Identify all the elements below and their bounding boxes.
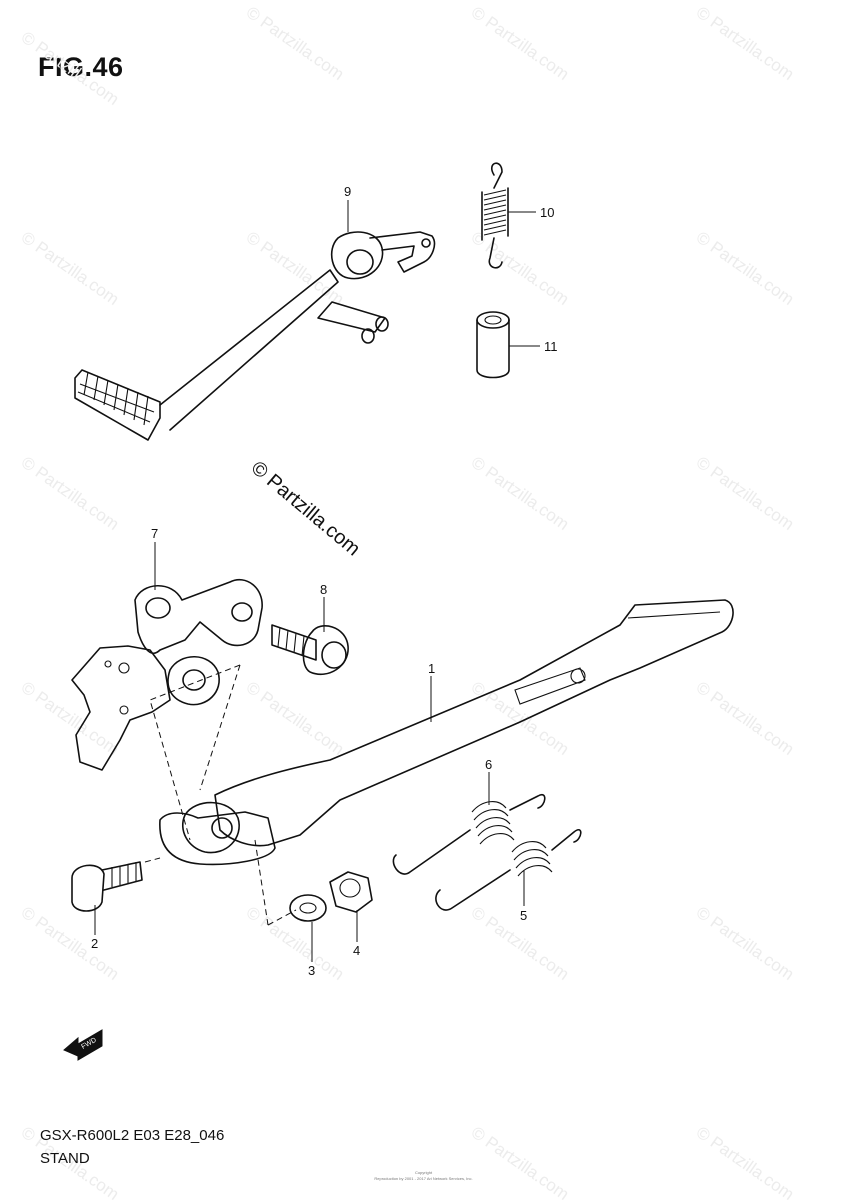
part-4-nut <box>329 871 373 913</box>
callout-4: 4 <box>353 943 360 958</box>
part-9-brake-pedal <box>74 231 436 441</box>
watermark-tile: © Partzilla.com <box>18 228 123 309</box>
callout-10: 10 <box>540 205 554 220</box>
watermark-tile: © Partzilla.com <box>18 903 123 984</box>
part-11-collar <box>476 311 510 379</box>
part-6-spring <box>392 793 546 875</box>
watermark-tile: © Partzilla.com <box>243 903 348 984</box>
part-8-bolt <box>271 624 349 676</box>
callout-3: 3 <box>308 963 315 978</box>
watermark-tile: © Partzilla.com <box>468 1123 573 1200</box>
callout-11: 11 <box>544 339 558 354</box>
callout-1: 1 <box>428 661 435 676</box>
watermark-tile: © Partzilla.com <box>468 453 573 534</box>
watermark-tile: © Partzilla.com <box>468 228 573 309</box>
callout-9: 9 <box>344 184 351 199</box>
watermark-tile: © Partzilla.com <box>693 903 798 984</box>
callout-2: 2 <box>91 936 98 951</box>
callout-5: 5 <box>520 908 527 923</box>
watermark-tile: © Partzilla.com <box>18 678 123 759</box>
figure-title: FIG.46 <box>38 52 124 82</box>
copyright-line2: Reproduction by 2001 - 2017 Ari Network … <box>374 1176 473 1181</box>
watermark-tile: © Partzilla.com <box>18 28 123 109</box>
callout-labels: 9 10 11 7 8 1 6 5 2 3 4 <box>91 184 558 978</box>
callout-6: 6 <box>485 757 492 772</box>
callout-7: 7 <box>151 526 158 541</box>
callout-leaders <box>94 200 540 962</box>
watermark-tile: © Partzilla.com <box>468 3 573 84</box>
figure-code: GSX-R600L2 E03 E28_046 <box>40 1127 225 1144</box>
watermark-tile: © Partzilla.com <box>693 3 798 84</box>
part-5-spring <box>435 829 582 911</box>
part-7-bracket <box>71 579 263 771</box>
copyright-line1: Copyright <box>414 1170 433 1175</box>
callout-8: 8 <box>320 582 327 597</box>
assembly-dashed-lines <box>144 664 297 926</box>
part-3-washer <box>289 894 327 922</box>
watermark-tile: © Partzilla.com <box>243 3 348 84</box>
part-2-pivot-bolt <box>71 861 143 912</box>
watermark-tile: © Partzilla.com <box>693 228 798 309</box>
watermark-tile: © Partzilla.com <box>18 453 123 534</box>
watermark-tile: © Partzilla.com <box>693 453 798 534</box>
center-watermark: © Partzilla.com <box>247 457 364 560</box>
part-1-side-stand <box>159 599 734 866</box>
figure-name: STAND <box>40 1150 90 1167</box>
watermark-tile: © Partzilla.com <box>693 1123 798 1200</box>
watermark-tile: © Partzilla.com <box>693 678 798 759</box>
watermark-tile: © Partzilla.com <box>243 678 348 759</box>
fwd-arrow-icon: FWD <box>63 1029 103 1061</box>
